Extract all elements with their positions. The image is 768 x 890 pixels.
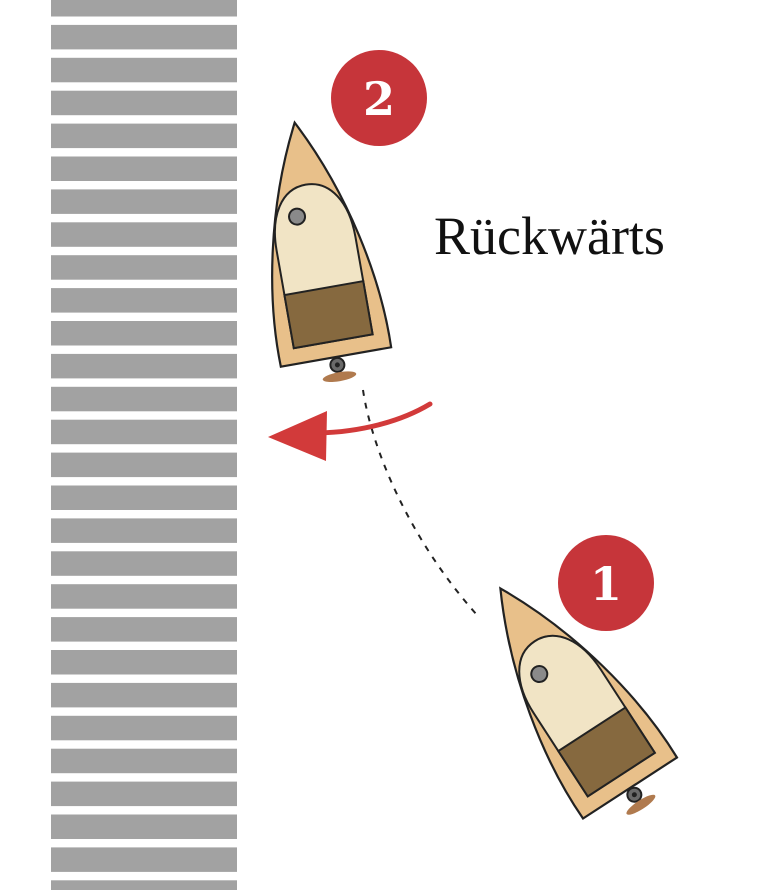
dock-plank bbox=[51, 255, 237, 280]
dock-plank bbox=[51, 584, 237, 609]
maneuver-title: Rückwärts bbox=[434, 206, 665, 266]
dock-plank bbox=[51, 847, 237, 872]
dock-plank bbox=[51, 715, 237, 741]
dock-plank bbox=[51, 189, 237, 214]
dock-plank bbox=[51, 353, 237, 379]
dock-plank bbox=[51, 288, 237, 313]
dock-plank bbox=[51, 452, 237, 478]
dock-plank bbox=[51, 0, 237, 17]
dock-plank bbox=[51, 748, 237, 774]
dock-plank bbox=[51, 781, 237, 807]
dock-plank bbox=[51, 650, 237, 675]
dock-plank bbox=[51, 123, 237, 149]
dock-plank bbox=[51, 90, 237, 116]
dock-icon bbox=[51, 0, 237, 890]
dock-plank bbox=[51, 880, 237, 890]
dock-plank bbox=[51, 518, 237, 543]
dock-plank bbox=[51, 419, 237, 445]
step-marker-1: 1 bbox=[558, 535, 654, 631]
boat-icon bbox=[238, 111, 397, 392]
dock-plank bbox=[51, 386, 237, 412]
step-marker-icon bbox=[331, 50, 427, 146]
dock-plank bbox=[51, 551, 237, 576]
dock-plank bbox=[51, 682, 237, 708]
dock-plank bbox=[51, 156, 237, 181]
dock-plank bbox=[51, 24, 237, 50]
dock-plank bbox=[51, 485, 237, 510]
dock-plank bbox=[51, 814, 237, 839]
step-marker-icon bbox=[558, 535, 654, 631]
dock-plank bbox=[51, 617, 237, 642]
dock-plank bbox=[51, 222, 237, 247]
dock-plank bbox=[51, 57, 237, 83]
turn-arrow-icon bbox=[268, 401, 433, 461]
dock-plank bbox=[51, 321, 237, 346]
step-label: 2 bbox=[363, 72, 395, 126]
step-marker-2: 2 bbox=[331, 50, 427, 146]
step-label: 1 bbox=[590, 557, 622, 611]
